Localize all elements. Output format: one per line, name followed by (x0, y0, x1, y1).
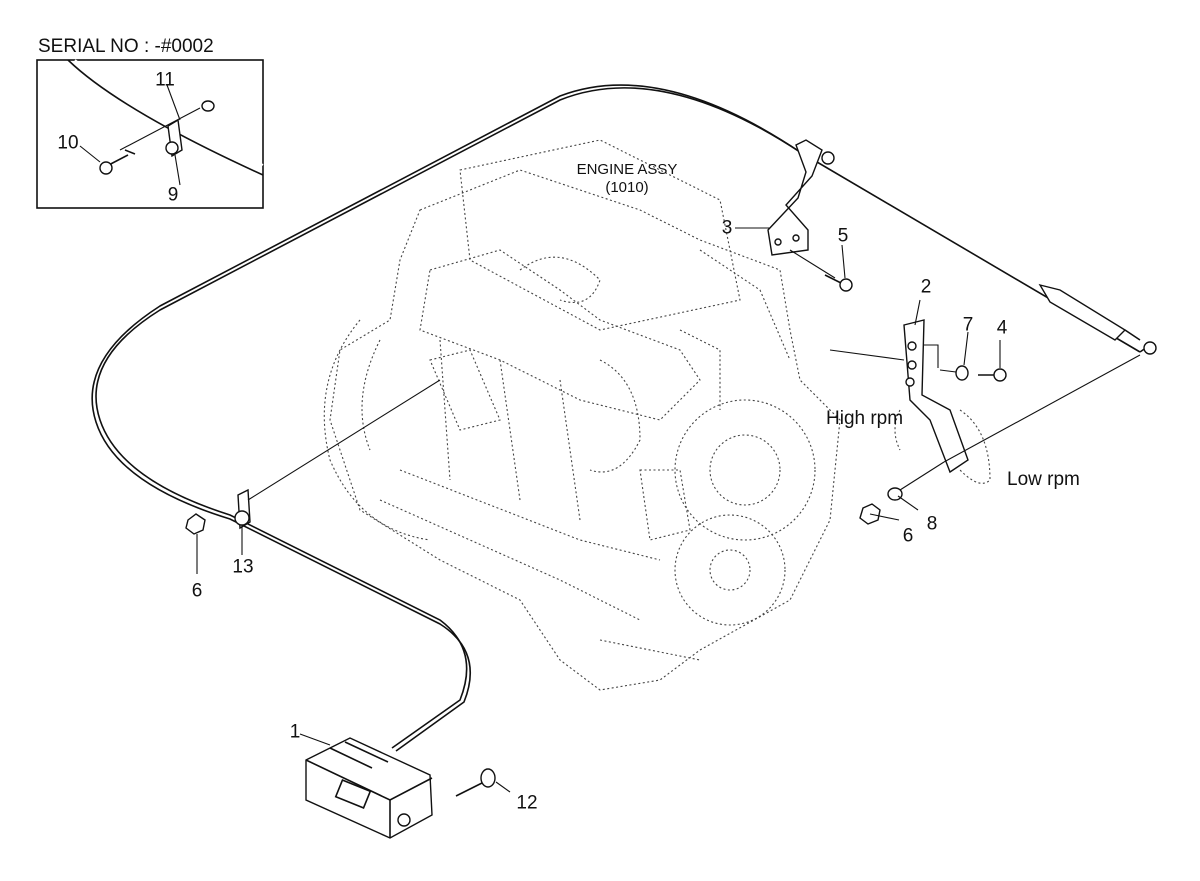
low-rpm-label: Low rpm (1007, 469, 1080, 490)
callout-1: 1 (289, 721, 301, 743)
callout-12: 12 (516, 792, 538, 814)
callout-6-left: 6 (191, 580, 203, 602)
callout-8: 8 (926, 513, 938, 535)
actuator-1 (305, 737, 511, 839)
engine-assy-code: (1010) (605, 179, 649, 196)
throttle-cable (91, 84, 1157, 752)
callout-2: 2 (920, 276, 932, 298)
high-rpm-label: High rpm (826, 408, 904, 429)
callout-5: 5 (837, 225, 849, 247)
callout-6-right: 6 (902, 525, 914, 547)
leader-lines (79, 84, 1001, 746)
engine-assy-title: ENGINE ASSY (576, 161, 678, 178)
clamp-13 (185, 379, 441, 535)
callout-10: 10 (57, 132, 79, 154)
callout-13: 13 (232, 556, 254, 578)
callout-4: 4 (996, 317, 1008, 339)
engine-outline (323, 139, 841, 691)
lever-bracket-2 (829, 319, 1141, 525)
callout-7: 7 (962, 314, 974, 336)
callout-9: 9 (167, 184, 179, 206)
callout-3: 3 (721, 217, 733, 239)
bracket-3 (767, 139, 853, 292)
inset-box (36, 59, 264, 209)
callout-11: 11 (155, 69, 175, 91)
serial-number-label: SERIAL NO : -#0002 (38, 36, 214, 57)
